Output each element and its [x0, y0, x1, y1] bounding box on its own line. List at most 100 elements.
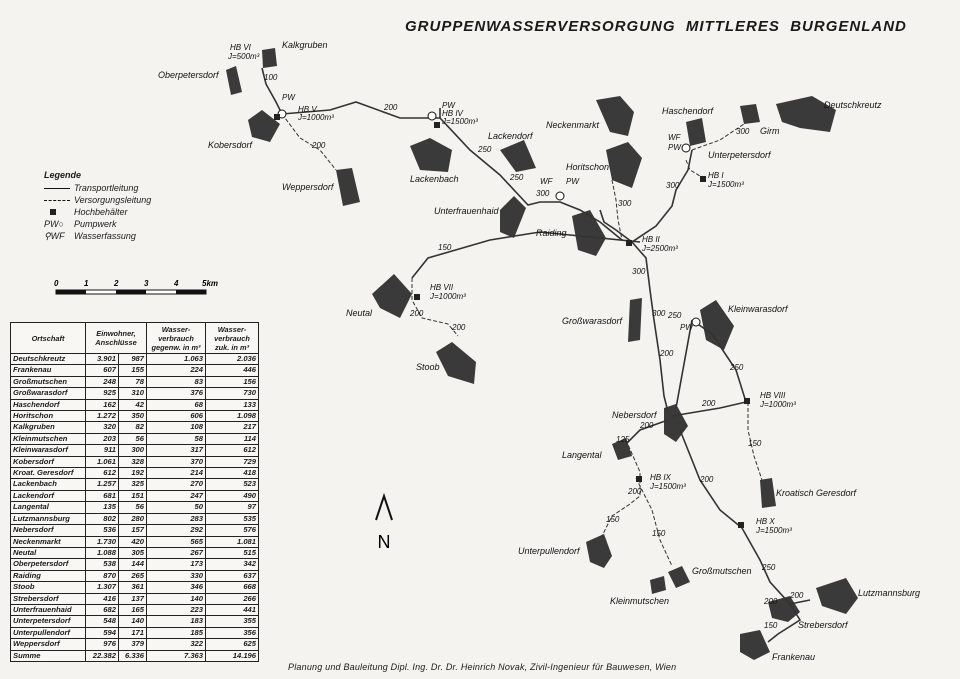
- cell-value: 305: [117, 546, 148, 560]
- cell-ortschaft: Kobersdorf: [10, 455, 86, 469]
- town-labels: Kalkgruben Oberpetersdorf Kobersdorf Wep…: [158, 40, 920, 662]
- cell-value: 247: [146, 489, 206, 503]
- town-nebersdorf: [664, 404, 688, 442]
- cell-ortschaft: Stoob: [10, 581, 86, 594]
- town-kalkgruben: [262, 48, 277, 68]
- label-haschendorf: Haschendorf: [662, 106, 715, 116]
- cell-ortschaft: Großwarasdorf: [10, 387, 86, 400]
- town-lutzmannsburg: [816, 578, 858, 614]
- town-grosswarasdorf: [628, 298, 642, 342]
- cell-value: 548: [85, 615, 119, 628]
- town-frankenau: [740, 630, 770, 660]
- cell-value: 6.336: [117, 649, 148, 662]
- cell-value: 536: [85, 524, 119, 537]
- cell-value: 68: [146, 398, 206, 412]
- pipe-label: 250: [729, 363, 744, 372]
- facility-symbols: [274, 109, 750, 528]
- cell-value: 165: [117, 603, 148, 617]
- cell-value: 612: [205, 444, 259, 457]
- town-strebersdorf: [768, 596, 800, 622]
- label-lackendorf: Lackendorf: [488, 131, 534, 141]
- label-hb8-volume: J=1000m³: [759, 400, 796, 409]
- cell-value: 2.036: [205, 352, 259, 366]
- cell-ortschaft: Lackendorf: [10, 489, 86, 503]
- pipe-label: 200: [701, 399, 716, 408]
- cell-value: 58: [146, 432, 206, 446]
- label-hb9-volume: J=1500m³: [649, 482, 686, 491]
- legend-row: PW○Pumpwerk: [44, 218, 151, 230]
- cell-value: 441: [205, 603, 259, 617]
- label-frankenau: Frankenau: [772, 652, 815, 662]
- label-wf-raiding: WF: [540, 177, 554, 186]
- cell-value: 1.098: [205, 410, 259, 423]
- pipe-label: 150: [606, 515, 620, 524]
- town-neutal: [372, 274, 412, 318]
- header-verbrauch-gegenw: Wasser-verbrauch gegenw. in m³: [146, 322, 206, 354]
- cell-value: 266: [205, 592, 259, 605]
- town-oberpetersdorf: [226, 66, 242, 95]
- cell-ortschaft: Kalkgruben: [10, 421, 86, 434]
- cell-value: 280: [117, 512, 148, 526]
- cell-ortschaft: Großmutschen: [10, 375, 86, 389]
- cell-value: 370: [146, 455, 206, 469]
- cell-ortschaft: Strebersdorf: [10, 592, 86, 605]
- cell-value: 1.088: [85, 546, 119, 560]
- cell-value: 56: [117, 432, 148, 446]
- cell-value: 376: [146, 387, 206, 400]
- legend-title: Legende: [44, 170, 82, 180]
- label-hb6-volume: J=500m³: [227, 52, 260, 61]
- label-pw-kobersdorf: PW: [282, 93, 296, 102]
- pipe-label: 250: [761, 563, 776, 572]
- town-kleinmutschen: [650, 576, 666, 594]
- cell-ortschaft: Langental: [10, 501, 86, 514]
- cell-value: 214: [146, 467, 206, 480]
- label-lutzmannsburg: Lutzmannsburg: [858, 588, 920, 598]
- cell-value: 328: [117, 455, 148, 469]
- town-grossmutschen: [668, 566, 690, 588]
- cell-value: 140: [146, 592, 206, 605]
- cell-value: 224: [146, 364, 206, 377]
- scale-bar-graphic: 0 1 2 3 4 5km: [54, 279, 218, 295]
- cell-ortschaft: Oberpetersdorf: [10, 558, 86, 571]
- pump-icon: [427, 111, 437, 121]
- tank-icon: [700, 176, 706, 182]
- town-neckenmarkt: [596, 96, 634, 136]
- legend-tank: Hochbehälter: [74, 207, 128, 217]
- pump-icon: [555, 191, 565, 201]
- tank-icon: [50, 209, 56, 215]
- pipe-label: 200: [789, 591, 804, 600]
- table-header-row: Ortschaft Einwohner, Anschlüsse Wasser-v…: [10, 322, 259, 354]
- town-weppersdorf: [336, 168, 360, 206]
- cell-value: 1.307: [85, 581, 119, 594]
- cell-ortschaft: Kleinmutschen: [10, 432, 86, 446]
- cell-value: 730: [205, 387, 259, 400]
- cell-value: 612: [85, 467, 119, 480]
- label-neckenmarkt: Neckenmarkt: [546, 120, 600, 130]
- cell-value: 144: [117, 558, 148, 571]
- cell-value: 379: [117, 638, 148, 651]
- town-lackendorf: [500, 140, 536, 172]
- cell-value: 523: [205, 478, 259, 491]
- label-hb10-volume: J=1500m³: [755, 526, 792, 535]
- pipe-label: 150: [438, 243, 452, 252]
- legend-pump: Pumpwerk: [74, 219, 117, 229]
- label-hb5-volume: J=1000m³: [297, 113, 334, 122]
- cell-value: 490: [205, 489, 259, 503]
- cell-value: 576: [205, 524, 259, 537]
- pipe-label: 300: [736, 127, 750, 136]
- label-kalkgruben: Kalkgruben: [282, 40, 328, 50]
- label-hb4: HB IV: [442, 109, 464, 118]
